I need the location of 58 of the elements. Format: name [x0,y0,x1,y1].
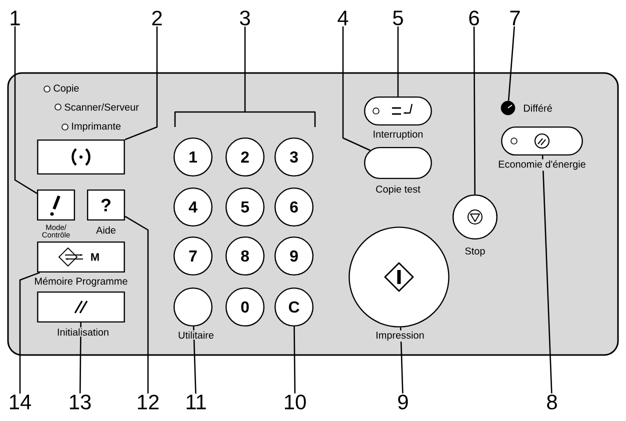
callout-number: 12 [138,394,159,410]
callout-number: 6 [469,10,479,26]
oval-button [364,146,432,180]
timer-lamp [500,100,516,116]
round-key: C [274,287,314,327]
leader-line [508,26,515,101]
callout-number: 11 [186,394,206,410]
callout-number: 7 [510,10,520,26]
round-key [173,287,213,327]
oval-button [364,96,432,126]
leader-line [124,216,149,394]
panel-button: M [37,241,125,273]
leader-line [244,26,246,112]
panel-button [36,189,76,221]
leader-line [397,26,399,96]
oval-button [501,126,583,156]
leader-line [19,272,40,394]
panel-button: ? [86,189,126,221]
button-label: Economie d'énergie [497,159,587,171]
round-key [348,226,450,328]
round-key [452,194,498,240]
leader-line [542,156,552,394]
round-key: 8 [225,236,265,276]
button-label: Impression [374,330,426,342]
round-key: 1 [173,137,213,177]
callout-number: 14 [10,394,32,410]
callout-number: 5 [393,10,403,26]
indicator-label: Copie [54,84,79,94]
round-key: 4 [173,187,213,227]
panel-button [37,291,125,323]
indicator-label: Scanner/Serveur [64,103,139,111]
callout-number: 13 [70,394,91,410]
leader-line [342,26,370,151]
leader-line [192,326,196,394]
leader-line [294,326,296,394]
round-key: 5 [225,187,265,227]
round-key: 6 [274,187,314,227]
callout-number: 2 [152,10,162,26]
callout-number: 1 [10,10,20,26]
round-key: 2 [225,137,265,177]
bracket [174,111,316,127]
leader-line [79,322,82,394]
round-key: 9 [274,236,314,276]
callout-number: 10 [284,394,306,410]
button-label: Mémoire Programme [33,276,129,288]
button-label: Copie test [374,184,422,196]
leader-line [473,26,476,194]
leader-line [124,26,158,140]
leader-line [14,26,38,194]
panel-button [37,139,125,175]
callout-number: 9 [398,394,408,410]
round-key: 7 [173,236,213,276]
indicator-label: Imprimante [72,122,121,132]
callout-number: 3 [240,10,250,26]
callout-number: 8 [547,394,557,410]
round-key: 0 [225,287,265,327]
round-key: 3 [274,137,314,177]
callout-number: 4 [338,10,348,26]
